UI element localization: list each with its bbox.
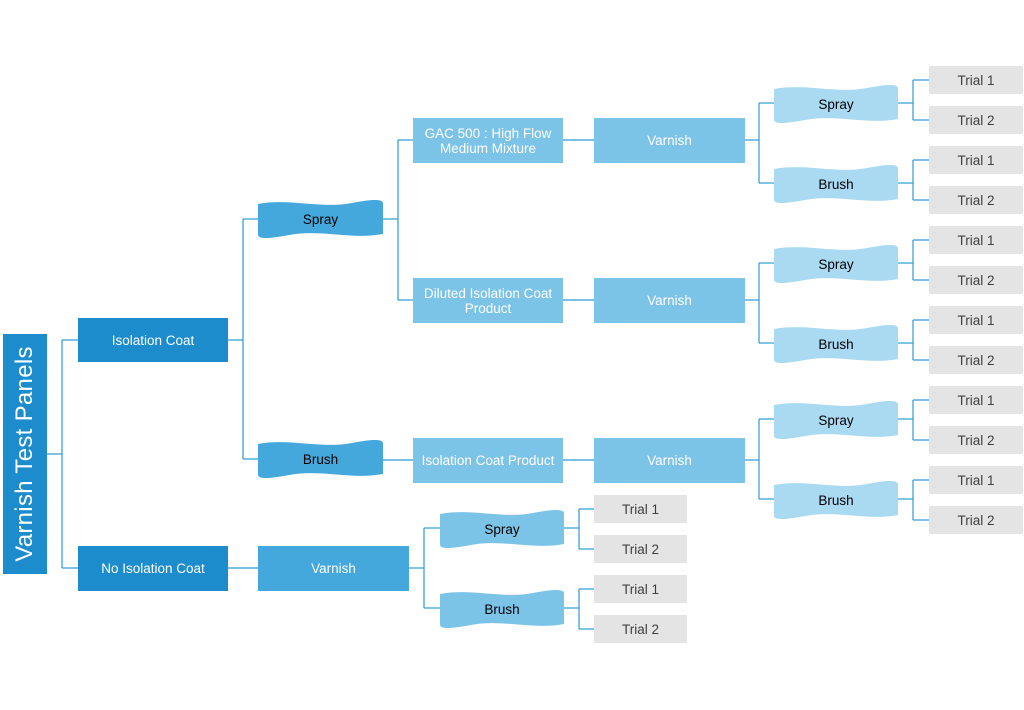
trial-diluted-brush-1: Trial 1 — [929, 306, 1023, 334]
wavy-shape — [258, 440, 383, 478]
trial-gac-spray-2: Trial 2 — [929, 106, 1023, 134]
wavy-fill — [440, 510, 564, 548]
node-no-isolation-brush-label: Brush — [484, 601, 520, 617]
node-diluted-spray: Spray — [774, 245, 898, 283]
node-product-spray-label: Spray — [818, 412, 854, 428]
node-gac-spray-label: Spray — [818, 96, 854, 112]
node-isolation-spray: Spray — [258, 200, 383, 238]
wavy-fill — [774, 481, 898, 519]
node-isolation-coat-product: Isolation Coat Product — [413, 438, 563, 483]
trial-diluted-spray-1: Trial 1 — [929, 226, 1023, 254]
wavy-fill — [774, 245, 898, 283]
wavy-fill — [258, 200, 383, 238]
trial-product-brush-2: Trial 2 — [929, 506, 1023, 534]
node-isolation-coat: Isolation Coat — [78, 318, 228, 362]
node-isolation-brush: Brush — [258, 440, 383, 478]
node-no-isolation-spray-label: Spray — [484, 521, 520, 537]
wavy-shape — [774, 481, 898, 519]
wavy-fill — [258, 440, 383, 478]
wavy-fill — [774, 325, 898, 363]
node-diluted-brush: Brush — [774, 325, 898, 363]
wavy-shape — [774, 85, 898, 123]
trial-no-isolation-spray-2: Trial 2 — [594, 535, 687, 563]
trial-no-isolation-brush-1: Trial 1 — [594, 575, 687, 603]
node-isolation-brush-label: Brush — [302, 451, 339, 467]
node-gac-mixture: GAC 500 : High Flow Medium Mixture — [413, 118, 563, 163]
node-diluted-spray-label: Spray — [818, 256, 854, 272]
wavy-shape — [774, 401, 898, 439]
trial-product-spray-1: Trial 1 — [929, 386, 1023, 414]
node-gac-brush-label: Brush — [818, 176, 854, 192]
node-product-brush: Brush — [774, 481, 898, 519]
wavy-shape — [774, 245, 898, 283]
node-gac-spray: Spray — [774, 85, 898, 123]
trial-gac-brush-1: Trial 1 — [929, 146, 1023, 174]
node-diluted-product: Diluted Isolation Coat Product — [413, 278, 563, 323]
node-diluted-varnish: Varnish — [594, 278, 745, 323]
node-no-isolation-varnish: Varnish — [258, 546, 409, 591]
node-gac-varnish: Varnish — [594, 118, 745, 163]
wavy-fill — [440, 590, 564, 628]
node-product-spray: Spray — [774, 401, 898, 439]
diagram-title: Varnish Test Panels — [11, 346, 38, 562]
wavy-fill — [774, 85, 898, 123]
node-product-varnish: Varnish — [594, 438, 745, 483]
node-no-isolation-brush: Brush — [440, 590, 564, 628]
trial-no-isolation-spray-1: Trial 1 — [594, 495, 687, 523]
wavy-shape — [258, 200, 383, 238]
node-no-isolation-spray: Spray — [440, 510, 564, 548]
node-isolation-spray-label: Spray — [302, 211, 339, 227]
trial-gac-brush-2: Trial 2 — [929, 186, 1023, 214]
trial-product-spray-2: Trial 2 — [929, 426, 1023, 454]
trial-no-isolation-brush-2: Trial 2 — [594, 615, 687, 643]
trial-diluted-brush-2: Trial 2 — [929, 346, 1023, 374]
trial-gac-spray-1: Trial 1 — [929, 66, 1023, 94]
diagram-title-bar: Varnish Test Panels — [3, 334, 47, 574]
wavy-shape — [774, 165, 898, 203]
trial-product-brush-1: Trial 1 — [929, 466, 1023, 494]
trial-diluted-spray-2: Trial 2 — [929, 266, 1023, 294]
wavy-shape — [440, 590, 564, 628]
wavy-shape — [440, 510, 564, 548]
wavy-fill — [774, 401, 898, 439]
node-product-brush-label: Brush — [818, 492, 854, 508]
wavy-fill — [774, 165, 898, 203]
node-gac-brush: Brush — [774, 165, 898, 203]
wavy-shape — [774, 325, 898, 363]
node-diluted-brush-label: Brush — [818, 336, 854, 352]
node-no-isolation-coat: No Isolation Coat — [78, 546, 228, 591]
